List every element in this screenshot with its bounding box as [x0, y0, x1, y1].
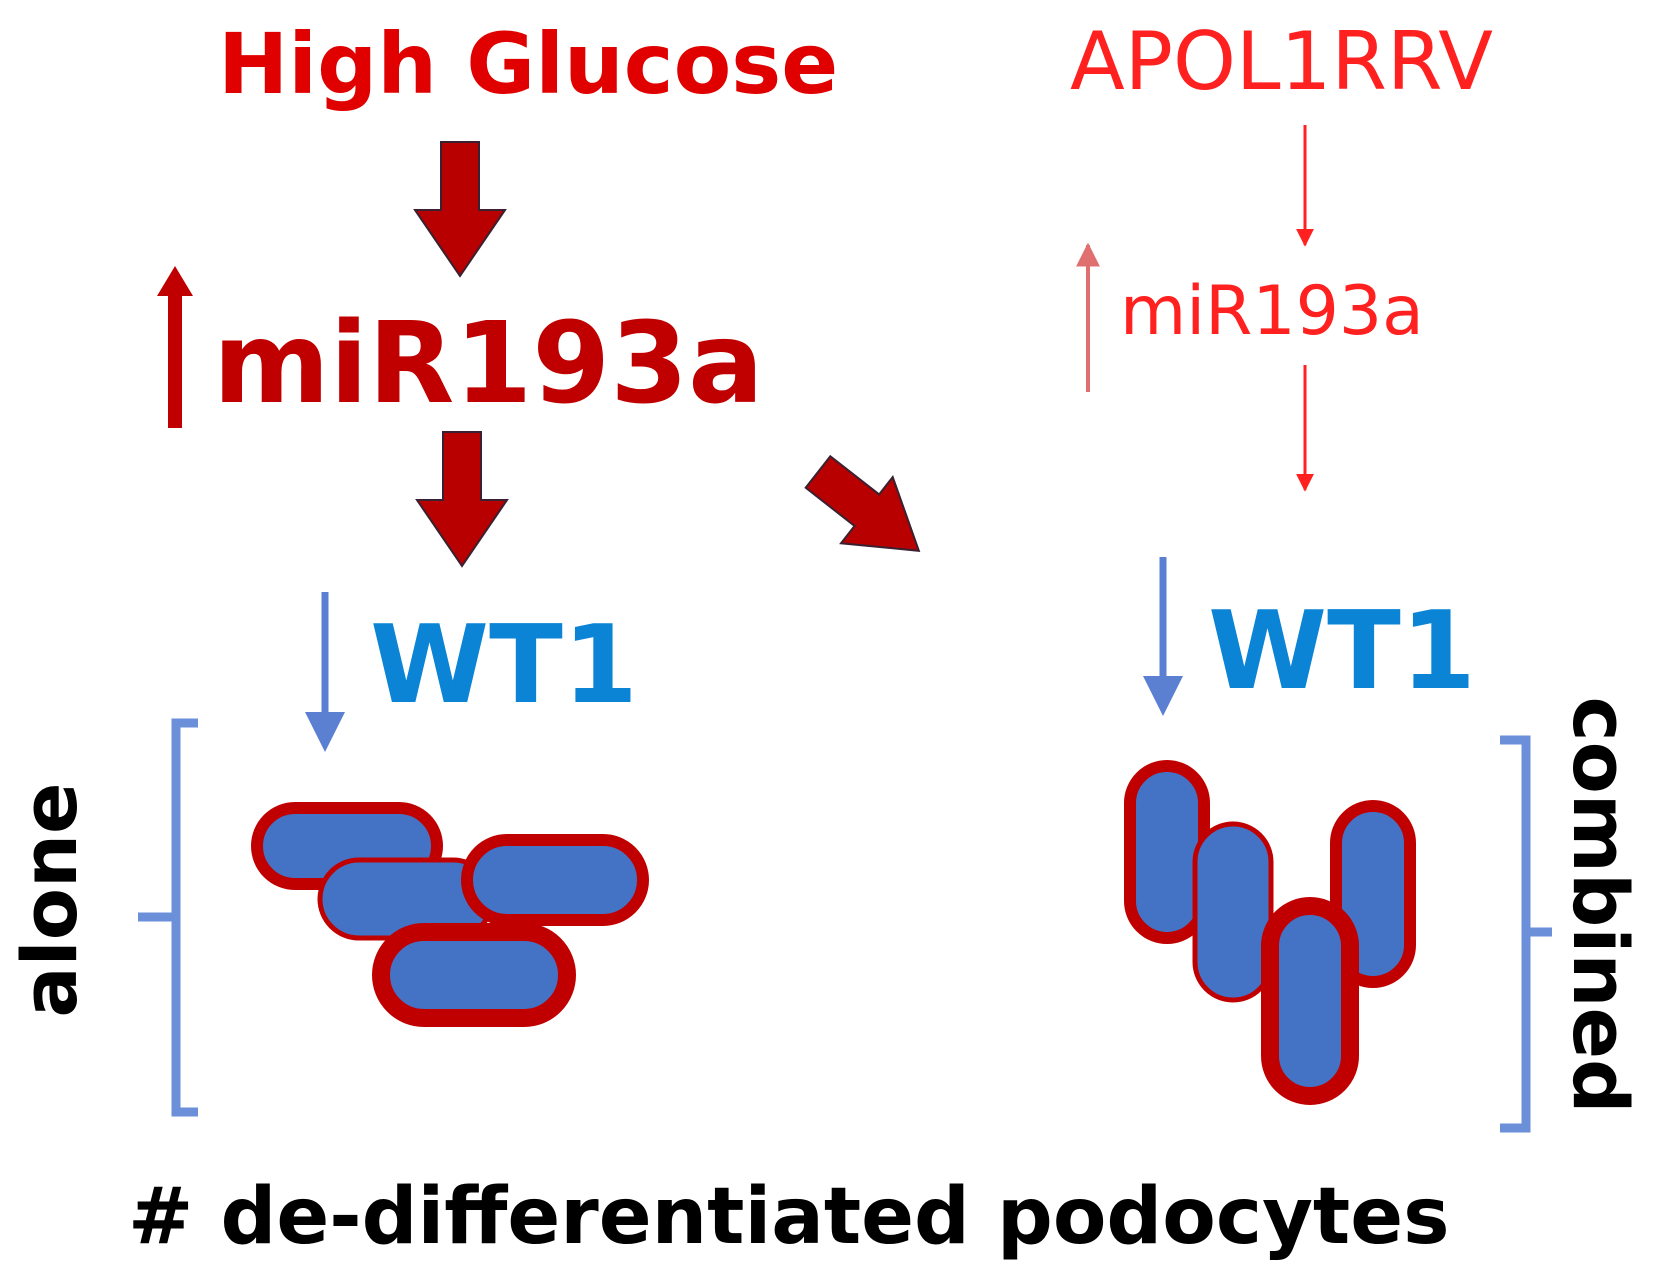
- mir193a-right-label: miR193a: [1120, 272, 1424, 351]
- high-glucose-label: High Glucose: [218, 15, 839, 113]
- alone-label: alone: [5, 782, 94, 1018]
- wt1-right-label: WT1: [1208, 589, 1476, 714]
- left-bracket-icon: [138, 718, 198, 1117]
- diagonal-arrow-icon: [804, 454, 921, 552]
- mir193a-left-label: miR193a: [213, 299, 764, 429]
- podocyte-cell-icon: [1192, 821, 1274, 1003]
- podocyte-cell-icon: [372, 923, 576, 1027]
- up-arrowhead: [157, 266, 193, 296]
- blue-down-arrowhead: [1143, 676, 1183, 716]
- apol1rrv-label: APOL1RRV: [1070, 15, 1493, 108]
- podocyte-cell-icon: [1261, 897, 1359, 1105]
- thick-down-arrow-icon: [413, 141, 507, 278]
- thick-down-arrow-icon: [415, 431, 509, 568]
- podocyte-cell-icon: [461, 834, 649, 926]
- blue-down-arrowhead: [305, 712, 345, 752]
- right-bracket-icon: [1500, 735, 1552, 1133]
- wt1-left-label: WT1: [370, 603, 638, 728]
- footer-caption: # de-differentiated podocytes: [128, 1172, 1450, 1262]
- combined-label: combined: [1556, 696, 1645, 1114]
